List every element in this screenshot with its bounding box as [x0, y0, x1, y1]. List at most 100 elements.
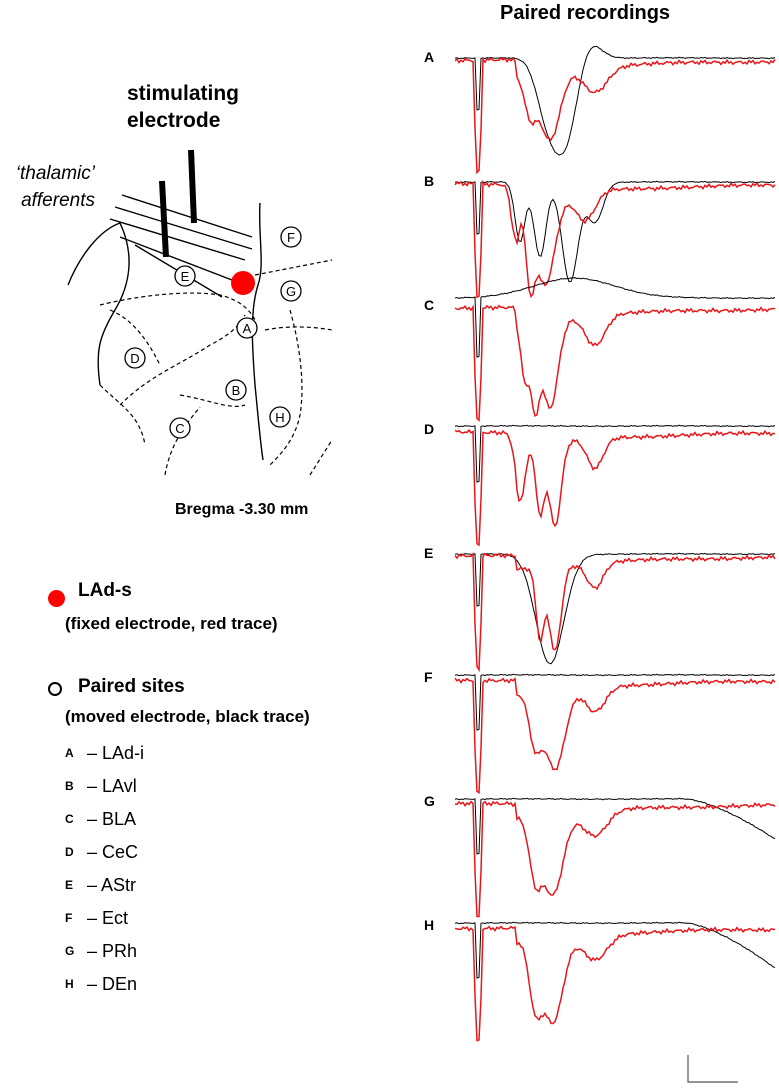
- trace-panel-label: H: [424, 917, 434, 933]
- paired-sites-title: Paired sites: [78, 676, 185, 697]
- trace-panel: E: [424, 545, 776, 673]
- trace-panel-label: E: [424, 545, 433, 561]
- section-outline: [67, 222, 130, 386]
- site-legend-item: E – AStr: [65, 874, 136, 898]
- trace-panel: D: [424, 421, 776, 547]
- site-legend-item: D – CeC: [65, 841, 138, 865]
- trace-panel-label: A: [424, 49, 434, 65]
- site-legend-item: F – Ect: [65, 907, 128, 931]
- dashed-boundary-right3: [309, 439, 333, 476]
- moved-electrode-trace: [454, 277, 776, 358]
- dashed-boundary-h: [269, 309, 303, 466]
- site-name: – DEn: [87, 973, 138, 994]
- moved-electrode-trace: [454, 424, 776, 483]
- fixed-electrode-trace: [455, 800, 776, 918]
- fixed-electrode-dot-icon: [48, 590, 65, 607]
- site-legend-item: H – DEn: [65, 973, 137, 997]
- site-marker-f-label: F: [287, 230, 295, 245]
- site-marker-a: A: [236, 317, 258, 339]
- paired-site-circle-icon: [48, 682, 62, 696]
- thalamic-afferents-label: ‘thalamic’ afferents: [2, 160, 95, 214]
- fixed-electrode-trace: [454, 925, 776, 1042]
- site-letter: C: [65, 812, 74, 827]
- trace-panel-label: B: [424, 173, 434, 189]
- trace-panel: C: [424, 277, 776, 422]
- thalamic-label-line2: afferents: [21, 190, 95, 211]
- fixed-electrode-trace: [454, 179, 776, 299]
- stimulating-electrode-1: [188, 149, 197, 224]
- fixed-electrode-trace: [454, 677, 776, 795]
- site-name: – AStr: [87, 874, 137, 895]
- trace-panel: B: [424, 173, 776, 299]
- site-marker-b-label: B: [232, 383, 241, 398]
- trace-panel-label: F: [424, 669, 433, 685]
- figure-title: Paired recordings: [500, 2, 671, 24]
- dashed-boundary-right1: [254, 259, 333, 276]
- moved-electrode-trace: [454, 552, 776, 665]
- dashed-boundary-mid: [99, 384, 146, 446]
- dashed-boundary-d: [109, 309, 161, 366]
- site-marker-g-label: G: [286, 284, 296, 299]
- stimulating-electrode-label: stimulating electrode: [127, 80, 239, 134]
- dashed-boundary-lower: [164, 406, 201, 476]
- paired-recordings-traces: A B C DE F G H: [424, 46, 776, 1083]
- site-letter: A: [65, 746, 74, 761]
- moved-electrode-trace: [454, 797, 776, 855]
- paired-sites-subtitle: (moved electrode, black trace): [65, 707, 310, 726]
- site-marker-e: E: [174, 265, 196, 287]
- fixed-site-subtitle: (fixed electrode, red trace): [65, 614, 278, 633]
- trace-panel-label: G: [424, 793, 435, 809]
- bregma-label: Bregma -3.30 mm: [175, 501, 309, 518]
- site-letter: B: [65, 779, 74, 794]
- site-marker-g: G: [280, 280, 302, 302]
- fixed-electrode-trace: [454, 551, 776, 673]
- site-legend-item: C– BLA: [65, 808, 136, 832]
- site-name: – LAd-i: [87, 742, 145, 763]
- site-letter: D: [65, 845, 74, 860]
- site-legend-item: G – PRh: [65, 940, 137, 964]
- site-marker-f: F: [280, 226, 302, 248]
- site-marker-c: C: [169, 417, 191, 439]
- site-legend-item: B – LAvl: [65, 775, 137, 799]
- site-letter: E: [65, 878, 74, 893]
- stimulating-electrode-2: [159, 180, 169, 258]
- stimulating-label-line2: electrode: [127, 109, 221, 132]
- site-name: – LAvl: [87, 775, 137, 796]
- amygdala-section-diagram: E F G A D B H C: [67, 149, 333, 476]
- dashed-boundary-upper: [99, 292, 256, 321]
- site-name: – Ect: [87, 907, 129, 928]
- site-marker-e-label: E: [181, 269, 190, 284]
- site-marker-h: H: [269, 406, 291, 428]
- site-name: – CeC: [87, 841, 139, 862]
- moved-electrode-trace: [454, 673, 776, 731]
- site-marker-d: D: [124, 347, 146, 369]
- site-letter: F: [65, 911, 73, 926]
- trace-panel: G: [424, 793, 776, 918]
- site-legend-item: A – LAd-i: [65, 742, 144, 766]
- thalamic-label-line1: ‘thalamic’: [15, 163, 95, 184]
- fixed-electrode-trace: [454, 304, 776, 422]
- stimulating-label-line1: stimulating: [127, 82, 240, 105]
- site-marker-d-label: D: [130, 351, 139, 366]
- fixed-electrode-trace: [454, 428, 776, 547]
- scale-bar: [687, 1055, 738, 1083]
- dashed-boundary-b: [179, 394, 246, 407]
- site-marker-a-label: A: [243, 321, 252, 336]
- trace-panel: H: [424, 917, 776, 1042]
- site-marker-c-label: C: [175, 421, 184, 436]
- dashed-boundary-right2: [264, 326, 333, 331]
- moved-electrode-trace: [454, 180, 776, 283]
- fixed-electrode-trace: [454, 56, 776, 175]
- fixed-site-marker: [231, 271, 255, 295]
- moved-electrode-trace: [454, 921, 776, 979]
- site-letter: G: [65, 944, 75, 959]
- site-name: – PRh: [87, 940, 138, 961]
- trace-panel: F: [424, 669, 776, 795]
- trace-panel-label: C: [424, 297, 434, 313]
- site-marker-h-label: H: [275, 410, 284, 425]
- trace-panel: A: [424, 46, 776, 175]
- site-marker-b: B: [225, 379, 247, 401]
- fixed-site-title: LAd-s: [78, 580, 132, 601]
- site-letter: H: [65, 977, 74, 992]
- site-markers: E F G A D B H C: [124, 226, 302, 439]
